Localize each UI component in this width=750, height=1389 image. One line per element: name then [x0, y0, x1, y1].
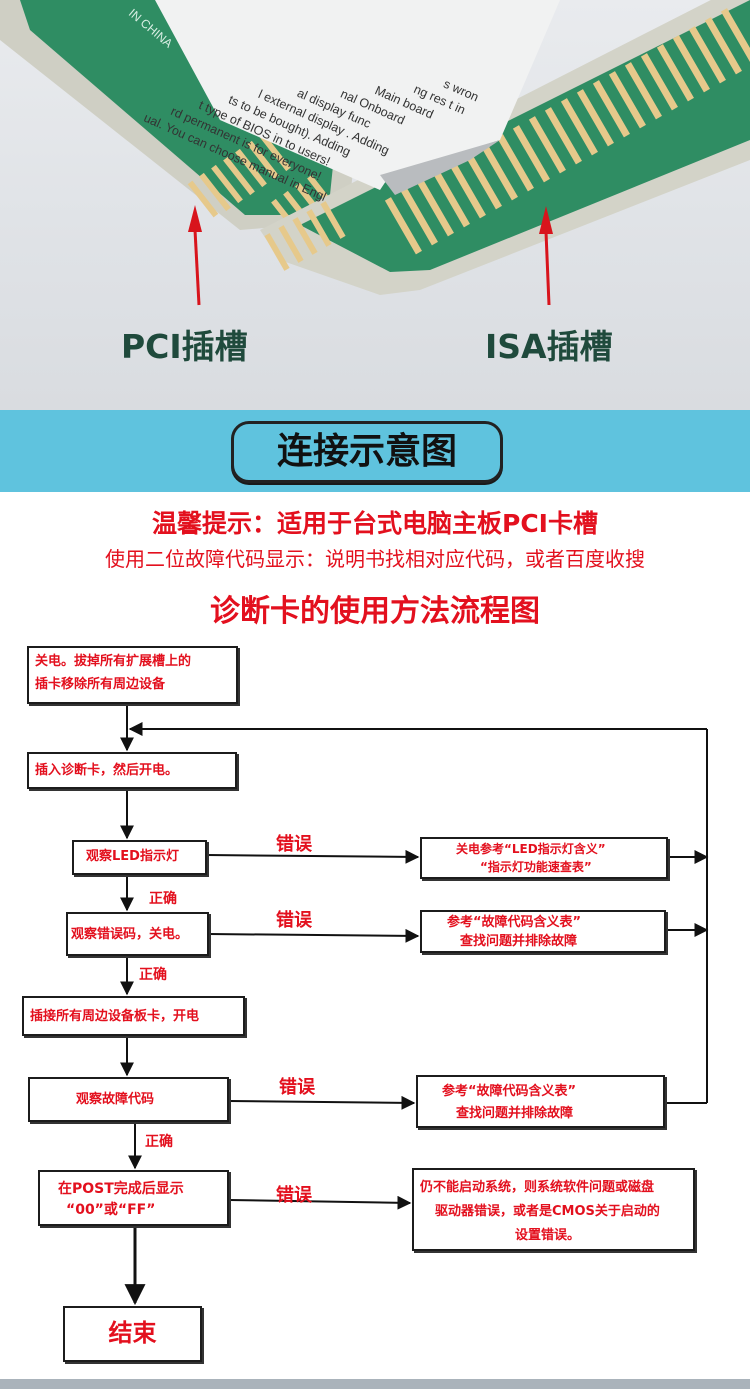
manual-sticker — [155, 0, 560, 195]
tips-section — [0, 492, 750, 578]
step-insert-card-box — [27, 752, 237, 789]
step-power-off-line-1: 关电。拔掉所有扩展槽上的 — [35, 654, 192, 669]
error-label-1: 错误 — [276, 834, 312, 855]
correct-label-2: 正确 — [139, 967, 167, 983]
ref-code-box-1 — [420, 910, 666, 953]
step-observe-led-box — [72, 840, 207, 875]
correct-label-3: 正确 — [145, 1134, 173, 1150]
step-power-off-box — [27, 646, 238, 704]
red-arrows — [188, 205, 553, 306]
ref-software-box — [412, 1168, 695, 1251]
pcb-illustration — [0, 0, 750, 306]
step-observe-code-box — [28, 1077, 229, 1122]
ref-led-line-1: 关电参考“LED指示灯含义” — [456, 842, 606, 856]
product-photo: s wron ng res t in Main board nal Onboar… — [0, 0, 750, 410]
ref-software-line-2: 驱动器错误，或者是CMOS关于启动的 — [435, 1204, 660, 1219]
tip-line-2: 使用二位故障代码显示：说明书找相对应代码，或者百度收搜 — [105, 547, 645, 571]
step-observe-code-text: 观察故障代码 — [76, 1092, 155, 1107]
ref-software-line-1: 仍不能启动系统，则系统软件问题或磁盘 — [420, 1180, 655, 1195]
step-connect-devices-box — [22, 996, 245, 1036]
ref-led-line-2: “指示灯功能速查表” — [480, 860, 592, 874]
end-text: 结束 — [108, 1319, 157, 1347]
pci-slot-label: PCI插槽 — [121, 327, 248, 366]
ref-code-box-2 — [416, 1075, 665, 1128]
banner-pill — [231, 421, 503, 483]
flowchart-title: 诊断卡的使用方法流程图 — [210, 594, 540, 629]
isa-slot-label: ISA插槽 — [485, 327, 613, 366]
ref-code-2-line-1: 参考“故障代码含义表” — [442, 1084, 577, 1099]
step-post-line-1: 在POST完成后显示 — [58, 1181, 184, 1197]
tip-line-1: 温馨提示：适用于台式电脑主板PCI卡槽 — [152, 509, 598, 538]
error-label-3: 错误 — [279, 1077, 315, 1098]
step-power-off-line-2: 插卡移除所有周边设备 — [35, 677, 166, 692]
banner-title: 连接示意图 — [276, 431, 457, 472]
step-insert-card-text: 插入诊断卡，然后开电。 — [35, 763, 179, 778]
ref-software-line-3: 设置错误。 — [515, 1228, 581, 1243]
ref-code-1-line-2: 查找问题并排除故障 — [460, 934, 578, 949]
ref-code-2-line-2: 查找问题并排除故障 — [456, 1106, 574, 1121]
error-label-2: 错误 — [276, 910, 312, 931]
end-box — [63, 1306, 202, 1362]
bottom-photo-edge — [0, 1379, 750, 1389]
step-observe-error-text: 观察错误码，关电。 — [71, 927, 189, 942]
correct-label-1: 正确 — [149, 891, 177, 907]
ref-code-1-line-1: 参考“故障代码含义表” — [447, 915, 582, 930]
step-post-box — [38, 1170, 229, 1226]
error-label-4: 错误 — [276, 1185, 312, 1206]
isa-gold-fingers — [264, 8, 750, 271]
step-post-line-2: “00”或“FF” — [66, 1202, 156, 1218]
step-observe-led-text: 观察LED指示灯 — [86, 849, 179, 864]
ref-led-box — [420, 837, 668, 879]
step-connect-devices-text: 插接所有周边设备板卡，开电 — [30, 1009, 200, 1024]
step-observe-error-box — [66, 912, 209, 956]
isa-board — [260, 0, 750, 295]
